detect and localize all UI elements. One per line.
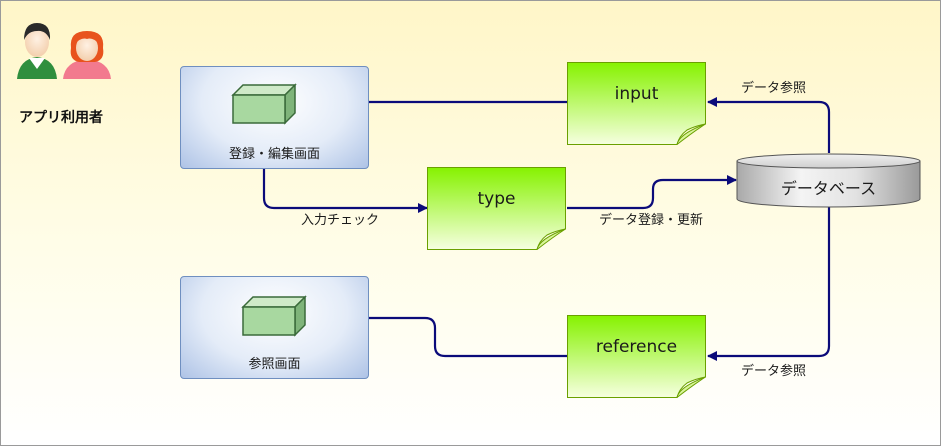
box-icon (231, 83, 297, 125)
input-note: input (567, 62, 706, 145)
database-cylinder: データベース (736, 153, 921, 209)
arrow-reference-to-refscreen (306, 313, 567, 358)
edit-screen-label: 登録・編集画面 (228, 147, 320, 162)
arrow-edit-to-type (262, 123, 428, 213)
input-note-label: input (614, 84, 659, 104)
reference-screen-label: 参照画面 (248, 357, 301, 372)
type-note: type (427, 167, 566, 250)
arrow-db-to-input (707, 97, 831, 153)
type-note-label: type (477, 189, 516, 209)
users-icon (17, 23, 111, 79)
edit-screen: 登録・編集画面 (180, 66, 369, 169)
reference-note-label: reference (595, 337, 678, 357)
edge-label-input-check: 入力チェック (301, 213, 380, 228)
reference-note: reference (567, 315, 706, 398)
edge-label-type-to-db: データ登録・更新 (599, 213, 704, 228)
box-icon (241, 295, 307, 337)
edge-label-db-to-input: データ参照 (741, 81, 807, 96)
database-label: データベース (780, 179, 877, 198)
arrow-type-to-db (567, 175, 737, 210)
actor-label: アプリ利用者 (19, 110, 103, 126)
edge-label-db-to-reference: データ参照 (741, 364, 807, 379)
reference-screen: 参照画面 (180, 276, 369, 379)
arrow-db-to-reference (707, 207, 831, 361)
